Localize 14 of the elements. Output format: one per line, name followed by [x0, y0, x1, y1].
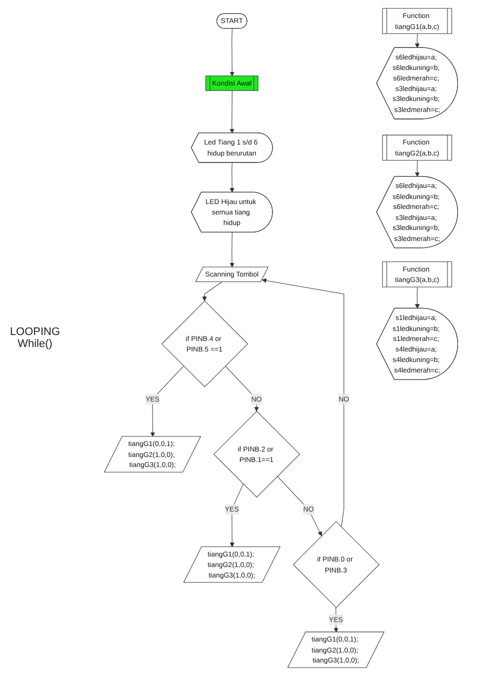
- arrow: [202, 282, 222, 302]
- arrow: [414, 287, 420, 309]
- arrow: [229, 484, 244, 548]
- arrow: [414, 34, 420, 48]
- arrow: [276, 476, 322, 536]
- loop-note: LOOPING While(): [8, 326, 62, 350]
- arrow: [261, 278, 344, 528]
- arrow: [224, 366, 258, 412]
- arrow: [229, 232, 234, 268]
- arrow: [229, 28, 234, 76]
- arrow: [229, 90, 234, 134]
- arrow: [229, 162, 234, 193]
- arrow: [150, 366, 184, 437]
- arrow: [414, 160, 420, 177]
